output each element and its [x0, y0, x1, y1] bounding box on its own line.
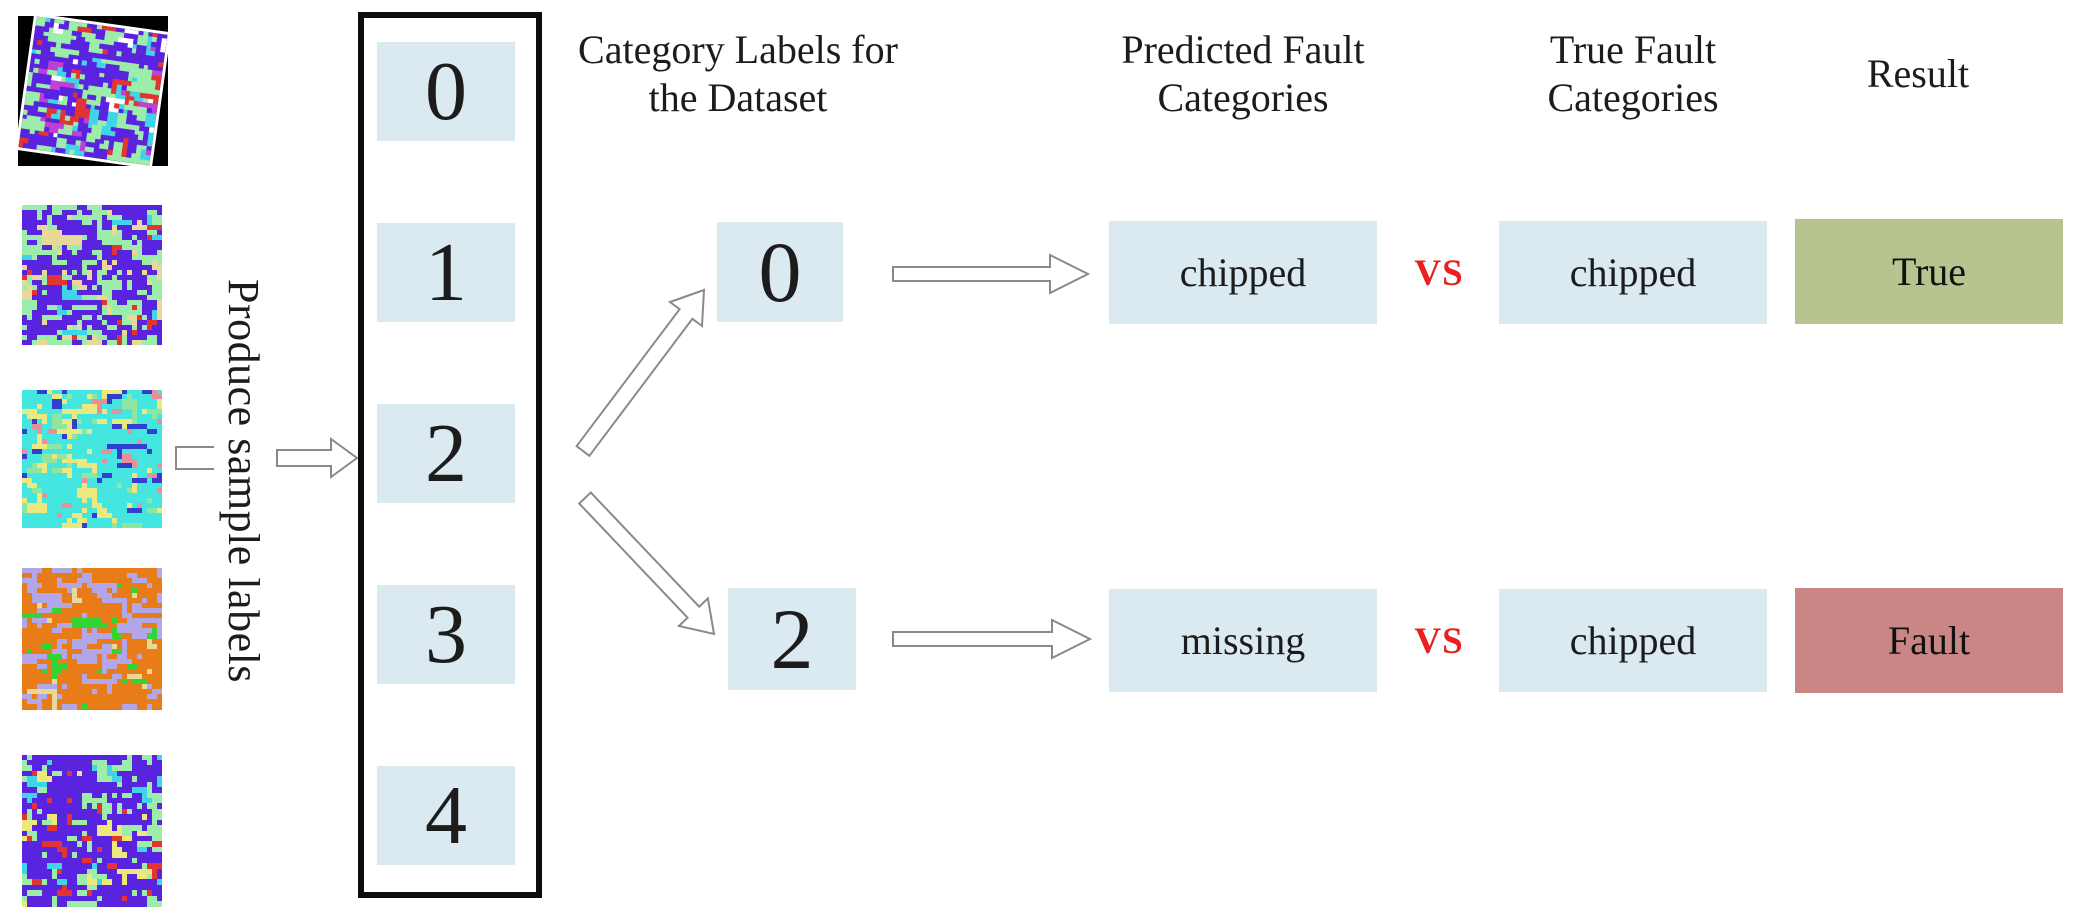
- label-cell-4: 4: [377, 766, 515, 865]
- header-predicted-fault: Predicted Fault Categories: [1068, 26, 1418, 122]
- header-result: Result: [1866, 51, 1970, 96]
- produce-sample-labels-caption: Produce sample labels: [219, 279, 268, 683]
- arrow-tail-icon: [175, 446, 214, 470]
- selected-label-2: 2: [728, 588, 856, 690]
- arrow-up-right-icon: [575, 288, 706, 458]
- selected-label-0: 0: [717, 222, 843, 322]
- sample-image-4: [22, 568, 162, 710]
- predicted-category-row1: chipped: [1109, 221, 1377, 324]
- header-category-labels: Category Labels for the Dataset: [563, 26, 913, 122]
- header-line: Category Labels for: [578, 27, 898, 72]
- vs-label-row1: VS: [1414, 252, 1464, 294]
- header-line: Categories: [1547, 75, 1719, 120]
- header-line: Predicted Fault: [1121, 27, 1365, 72]
- true-category-row1: chipped: [1499, 221, 1767, 324]
- result-badge-row1: True: [1795, 219, 2063, 324]
- true-category-row2: chipped: [1499, 589, 1767, 692]
- sample-image-3: [22, 390, 162, 528]
- result-badge-row2: Fault: [1795, 588, 2063, 693]
- sample-image-rotated: [18, 16, 168, 166]
- label-cell-0: 0: [377, 42, 515, 141]
- header-line: Categories: [1157, 75, 1329, 120]
- header-true-fault: True Fault Categories: [1458, 26, 1808, 122]
- arrow-down-right-icon: [577, 491, 716, 636]
- arrow-right-icon: [276, 437, 359, 479]
- vs-label-row2: VS: [1414, 620, 1464, 662]
- header-line: True Fault: [1549, 27, 1717, 72]
- arrow-right-icon: [892, 253, 1091, 295]
- label-cell-2: 2: [377, 404, 515, 503]
- arrow-right-icon: [892, 618, 1093, 660]
- label-cell-1: 1: [377, 223, 515, 322]
- sample-image-2: [22, 205, 162, 345]
- sample-image-5: [22, 755, 162, 907]
- header-line: the Dataset: [648, 75, 828, 120]
- label-column: 0 1 2 3 4: [358, 12, 542, 898]
- predicted-category-row2: missing: [1109, 589, 1377, 692]
- label-cell-3: 3: [377, 585, 515, 684]
